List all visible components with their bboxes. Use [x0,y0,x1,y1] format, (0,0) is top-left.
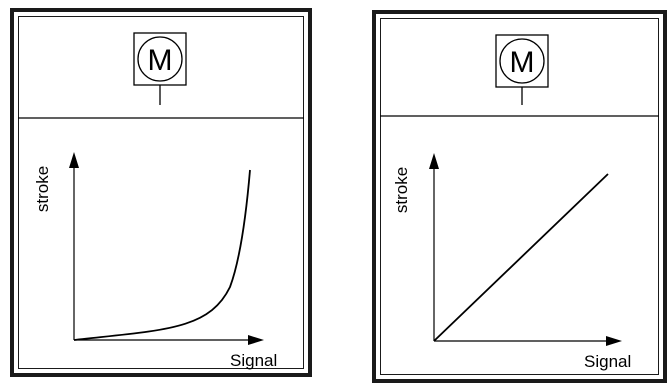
x-axis-arrow-icon [606,336,622,346]
x-axis-arrow-icon [248,335,264,345]
exponential-curve [73,169,251,341]
panel-diagram: M stroke Signal [18,32,304,370]
y-axis-label: stroke [392,167,411,213]
x-axis-label: Signal [230,351,277,370]
x-axis-label: Signal [584,352,631,371]
motor-icon [133,32,187,105]
panel-inner-border [380,18,659,375]
axes [69,152,264,345]
panel-inner-border [18,16,304,369]
y-axis-arrow-icon [69,152,79,168]
panel-diagram: M stroke Signal [380,34,659,371]
panel-exponential: M stroke Signal [10,8,312,377]
motor-label: M [148,44,173,77]
linear-line [433,173,609,342]
motor-label: M [510,46,535,79]
y-axis-arrow-icon [429,153,439,169]
motor-icon [495,34,549,105]
axes [429,153,622,346]
panel-linear: M stroke Signal [372,10,667,383]
y-axis-label: stroke [33,166,52,212]
